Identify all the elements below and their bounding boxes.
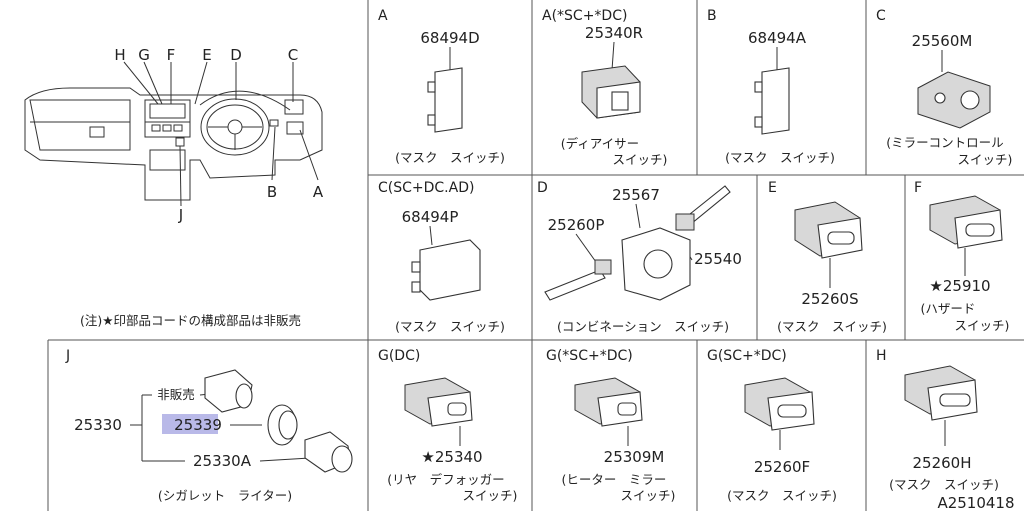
cell-a-68494d: A 68494D (マスク スイッチ)	[378, 8, 505, 165]
part-caption: (ミラーコントロール	[886, 135, 1003, 150]
section-label: D	[537, 180, 548, 196]
part-caption: (ヒーター ミラー	[562, 472, 667, 487]
section-label: H	[876, 348, 887, 364]
section-label: A	[378, 8, 388, 24]
part-caption: (マスク スイッチ)	[727, 488, 837, 503]
section-label: F	[914, 180, 922, 196]
cell-g-25309m: G(*SC+*DC) 25309M (ヒーター ミラー スイッチ)	[546, 348, 675, 503]
wiper-lever	[544, 269, 606, 301]
part-caption-2: スイッチ)	[613, 152, 668, 167]
cell-b-68494a: B 68494A (マスク スイッチ)	[707, 8, 835, 165]
part-number-25567: 25567	[612, 186, 660, 204]
part-number: 68494P	[402, 208, 459, 226]
part-caption: (マスク スイッチ)	[395, 150, 505, 165]
part-caption-2: スイッチ)	[958, 152, 1013, 167]
mask-switch-part	[434, 67, 463, 133]
callout-d: D	[230, 46, 242, 64]
part-caption-2: スイッチ)	[621, 488, 676, 503]
part-caption: (ハザード	[921, 301, 976, 316]
part-caption: (コンビネーション スイッチ)	[557, 319, 729, 334]
dashboard-overview	[24, 61, 323, 207]
part-number-25330: 25330	[74, 416, 122, 434]
callout-f: F	[167, 46, 176, 64]
callout-h: H	[114, 46, 125, 64]
callout-a: A	[313, 183, 324, 201]
section-label: A(*SC+*DC)	[542, 8, 627, 24]
part-caption: (シガレット ライター)	[158, 488, 292, 503]
part-number: 25340R	[585, 24, 643, 42]
section-label: C(SC+DC.AD)	[378, 180, 474, 196]
part-caption: (マスク スイッチ)	[889, 477, 999, 492]
section-label: B	[707, 8, 717, 24]
part-caption: (ディアイサー	[561, 136, 639, 151]
cell-g-25260f: G(SC+*DC) 25260F (マスク スイッチ)	[707, 348, 837, 503]
overview-letters: H G F E D C B A J (注)★印部品コードの構成部品は非販売	[80, 46, 324, 328]
cell-d-combination-switch: D 25567 25260P 25540 (コンビネーション スイッチ)	[537, 180, 742, 334]
non-sale-note: (注)★印部品コードの構成部品は非販売	[80, 313, 301, 328]
section-label: G(DC)	[378, 348, 420, 364]
grid-lines	[47, 0, 1024, 511]
callout-j: J	[178, 206, 183, 224]
part-number: 25260S	[801, 290, 858, 308]
section-label: E	[768, 180, 777, 196]
cell-c-25560m: C 25560M (ミラーコントロール スイッチ)	[876, 8, 1012, 167]
part-number: 68494D	[420, 29, 479, 47]
mask-switch-part	[761, 67, 790, 135]
diagram-id: A2510418	[937, 494, 1014, 511]
cell-c-68494p: C(SC+DC.AD) 68494P (マスク スイッチ)	[378, 180, 505, 334]
section-label: G(SC+*DC)	[707, 348, 787, 364]
mask-switch-part	[419, 239, 481, 301]
callout-g: G	[138, 46, 150, 64]
non-sale-label: 非販売	[157, 387, 195, 402]
part-caption: (リヤ デフォッガー	[387, 472, 504, 487]
part-number: 25260H	[913, 454, 972, 472]
callout-c: C	[288, 46, 298, 64]
part-number: ★25340	[421, 448, 482, 466]
part-caption-2: スイッチ)	[463, 488, 518, 503]
cell-e-25260s: E 25260S (マスク スイッチ)	[768, 180, 887, 334]
part-number-25330a: 25330A	[193, 452, 252, 470]
mirror-control-switch-part	[917, 71, 991, 129]
part-caption: (マスク スイッチ)	[395, 319, 505, 334]
section-label: C	[876, 8, 886, 24]
part-caption: (マスク スイッチ)	[725, 150, 835, 165]
part-number: 25309M	[604, 448, 665, 466]
part-number: 68494A	[748, 29, 807, 47]
part-caption-2: スイッチ)	[955, 318, 1010, 333]
part-number-25540: 25540	[694, 250, 742, 268]
part-number-25260p: 25260P	[548, 216, 605, 234]
cell-a-25340r: A(*SC+*DC) 25340R (ディアイサー スイッチ)	[542, 8, 667, 167]
part-number: ★25910	[929, 277, 990, 295]
part-number: 25560M	[912, 32, 973, 50]
part-caption: (マスク スイッチ)	[777, 319, 887, 334]
section-label: G(*SC+*DC)	[546, 348, 633, 364]
part-number: 25260F	[754, 458, 810, 476]
cell-h-25260h: H 25260H (マスク スイッチ)	[876, 348, 999, 492]
highlight-25339	[162, 414, 218, 434]
section-label: J	[65, 348, 70, 364]
cell-j-cigarette-lighter: J 25330 非販売 25339 25330A (シガレット ライター)	[65, 348, 353, 503]
callout-e: E	[202, 46, 211, 64]
callout-b: B	[267, 183, 277, 201]
cell-f-25910: F ★25910 (ハザード スイッチ)	[914, 180, 1009, 333]
cell-g-25340: G(DC) ★25340 (リヤ デフォッガー スイッチ)	[378, 348, 517, 503]
part-number-25339: 25339	[174, 416, 222, 434]
